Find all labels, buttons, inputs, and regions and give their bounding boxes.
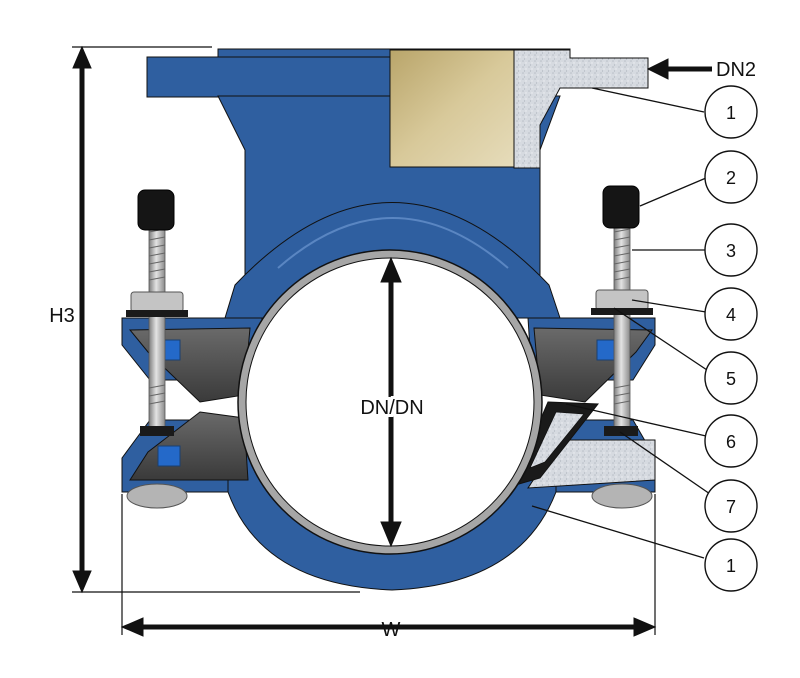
leader-1a [591, 87, 705, 113]
left-bolt-head [126, 483, 188, 509]
callout-1b-text: 1 [726, 556, 736, 576]
leader-2 [639, 177, 707, 207]
outlet-insert [389, 49, 517, 168]
left-nut [130, 291, 184, 313]
dn2-label: DN2 [716, 59, 756, 81]
left-lower-washer [140, 426, 174, 436]
leader-1b [531, 505, 705, 559]
callout-1a-text: 1 [726, 103, 736, 123]
right-bolt-cap [602, 185, 640, 229]
right-bolt-thread [613, 228, 631, 405]
right-nut [595, 289, 649, 311]
w-arrow-right [633, 617, 657, 637]
callout-7: 7 [704, 479, 758, 533]
w-label: W [382, 619, 401, 641]
right-lower-washer [604, 426, 638, 436]
dimension-lines [72, 45, 712, 637]
callout-6-text: 6 [726, 432, 736, 452]
callout-1b: 1 [704, 538, 758, 592]
h3-arrow-bottom [72, 570, 92, 594]
left-bolt [126, 189, 188, 509]
wedge-insert-face [529, 411, 585, 469]
w-arrow-left [120, 617, 144, 637]
right-bolt [591, 185, 653, 509]
callout-4: 4 [704, 287, 758, 341]
h3-label: H3 [49, 305, 75, 327]
callout-1a: 1 [704, 85, 758, 139]
outlet-seal [513, 49, 649, 169]
callout-3-text: 3 [726, 241, 736, 261]
dn2-arrow-head [646, 58, 669, 80]
left-bolt-cap [137, 189, 175, 231]
upper-saddle-highlight [277, 217, 509, 269]
leader-5 [613, 307, 711, 373]
callout-6: 6 [704, 414, 758, 468]
h3-arrow-top [72, 45, 92, 69]
right-bolt-head [591, 483, 653, 509]
left-washer [126, 310, 188, 317]
dn-label: DN/DN [360, 397, 423, 419]
left-lower-square [157, 445, 181, 467]
callout-4-text: 4 [726, 305, 736, 325]
callout-2: 2 [704, 150, 758, 204]
outlet-flange [146, 56, 403, 98]
callout-5: 5 [704, 351, 758, 405]
leader-lines [531, 87, 711, 559]
callout-5-text: 5 [726, 369, 736, 389]
dn-arrow-bottom [380, 521, 402, 548]
callout-2-text: 2 [726, 168, 736, 188]
outlet-assembly [146, 48, 649, 291]
leader-4 [631, 299, 707, 313]
right-washer [591, 308, 653, 315]
callout-3: 3 [704, 223, 758, 277]
leader-7 [619, 431, 711, 495]
leader-6 [565, 403, 707, 437]
dn-arrow-top [380, 256, 402, 283]
callout-bubbles: 1 2 3 4 5 6 7 1 [704, 85, 758, 592]
callout-7-text: 7 [726, 497, 736, 517]
